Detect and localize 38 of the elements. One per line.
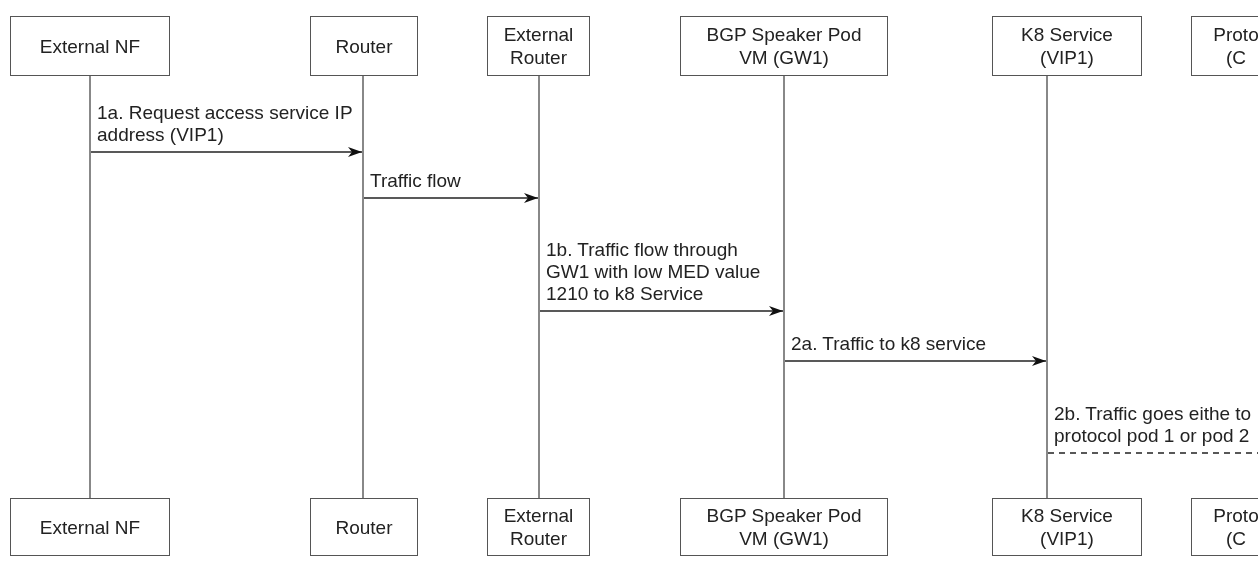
edge-label: Traffic flow [370,170,462,192]
participant-name: Proto (C [1212,23,1258,69]
participant-name: External Router [502,23,575,69]
participant-name: External NF [38,34,142,58]
message-arrow [363,193,539,203]
lifeline [89,76,91,498]
participant-box [10,16,170,76]
lifeline [783,76,785,498]
participant-name: K8 Service (VIP1) [1020,504,1114,550]
participant-name: Router [334,515,394,539]
participant-name: External NF [38,515,142,539]
participant-name: External Router [502,504,575,550]
participant-box [487,498,590,556]
participant-box [992,16,1142,76]
edge-label: 1b. Traffic flow through GW1 with low MED value 1210 to k8 Service [546,239,761,305]
lifeline [538,76,540,498]
participant-box [1191,16,1258,76]
participant-name: K8 Service (VIP1) [1020,23,1114,69]
participant-box [310,16,418,76]
participant-box [1191,498,1258,556]
message-arrow [90,147,363,157]
participant-box [992,498,1142,556]
message-arrow [539,306,784,316]
message-arrow [784,356,1047,366]
participant-box [680,498,888,556]
participant-name: BGP Speaker Pod VM (GW1) [705,23,863,69]
participant-box [10,498,170,556]
participant-box [487,16,590,76]
edge-label: 2a. Traffic to k8 service [791,333,987,355]
edge-label: 1a. Request access service IP address (VIP1) [97,102,354,146]
lifeline [1046,76,1048,498]
participant-name: Router [334,34,394,58]
lifeline [362,76,364,498]
edge-label: 2b. Traffic goes eithe to protocol pod 1 or pod 2 [1054,403,1253,447]
participant-name: BGP Speaker Pod VM (GW1) [705,504,863,550]
participant-box [310,498,418,556]
participant-name: Proto (C [1212,504,1258,550]
participant-box [680,16,888,76]
